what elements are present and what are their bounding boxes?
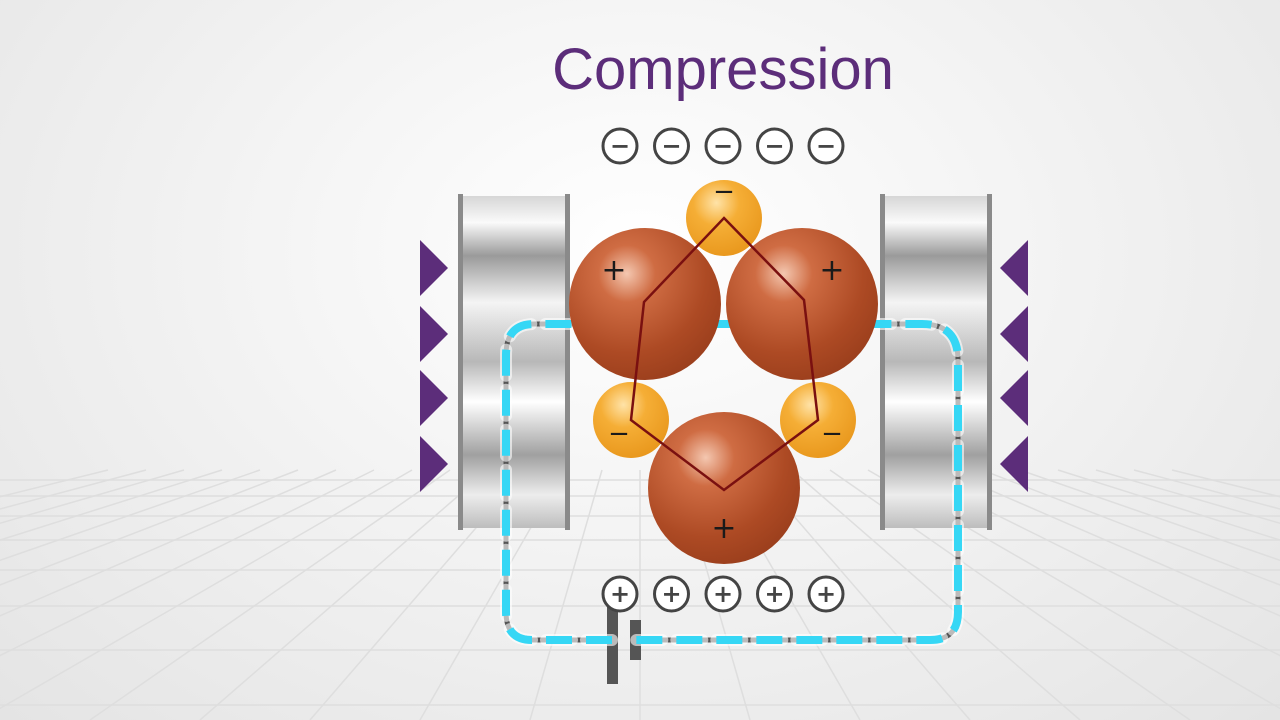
- triangle-right-icon: [420, 370, 448, 426]
- triangle-left-icon: [1000, 436, 1028, 492]
- triangle-right-icon: [420, 306, 448, 362]
- negative-charge-icon-sign: −: [816, 132, 836, 160]
- triangle-left-icon: [1000, 240, 1028, 296]
- triangle-left-icon: [1000, 370, 1028, 426]
- negative-charge-icon-2: −: [653, 127, 690, 165]
- negative-charge-icon-4: −: [756, 127, 793, 165]
- positive-charge-icon-sign: +: [764, 580, 784, 608]
- positive-charge-icon-3: +: [704, 575, 742, 613]
- large-ion-top-right: [726, 228, 878, 380]
- negative-charge-icon-3: −: [704, 127, 742, 165]
- negative-charge-icon-sign: −: [661, 132, 681, 160]
- ion-sign-top-left: +: [601, 253, 626, 288]
- current-path-dashed: [500, 318, 964, 646]
- positive-charge-icon-2: +: [653, 575, 690, 613]
- negative-charge-icon-5: −: [807, 127, 845, 165]
- negative-charge-icon-1: −: [601, 127, 639, 165]
- triangle-right-icon: [420, 436, 448, 492]
- left-compression-arrows: [420, 240, 448, 492]
- bond-lines: [629, 216, 820, 492]
- large-ion-bottom: [648, 412, 800, 564]
- ion-sign-bottom: +: [711, 511, 736, 546]
- right-plate: [880, 194, 992, 530]
- positive-charge-icon-sign: +: [661, 580, 681, 608]
- positive-charge-icon-sign: +: [713, 580, 733, 608]
- bottom-surface-charges: + + + + +: [601, 575, 845, 613]
- ion-sign-small-right: −: [821, 419, 843, 449]
- floor-grid: [0, 469, 1280, 720]
- ion-sign-small-top: −: [713, 177, 735, 207]
- negative-charge-icon-sign: −: [610, 132, 630, 160]
- triangle-left-icon: [1000, 306, 1028, 362]
- ion-sign-small-left: −: [608, 419, 630, 449]
- ion-lattice: + + + − − −: [569, 177, 878, 564]
- positive-charge-icon-sign: +: [610, 580, 630, 608]
- negative-charge-icon-sign: −: [764, 132, 784, 160]
- left-plate: [458, 194, 570, 530]
- triangle-right-icon: [420, 240, 448, 296]
- positive-charge-icon-sign: +: [816, 580, 836, 608]
- ion-sign-top-right: +: [819, 253, 844, 288]
- page-title: Compression: [552, 37, 894, 102]
- top-surface-charges: −−−−−: [601, 127, 845, 165]
- positive-charge-icon-4: +: [756, 575, 793, 613]
- positive-charge-icon-1: +: [601, 575, 639, 613]
- right-compression-arrows: [1000, 240, 1028, 492]
- negative-charge-icon-sign: −: [713, 132, 733, 160]
- positive-charge-icon-5: +: [807, 575, 845, 613]
